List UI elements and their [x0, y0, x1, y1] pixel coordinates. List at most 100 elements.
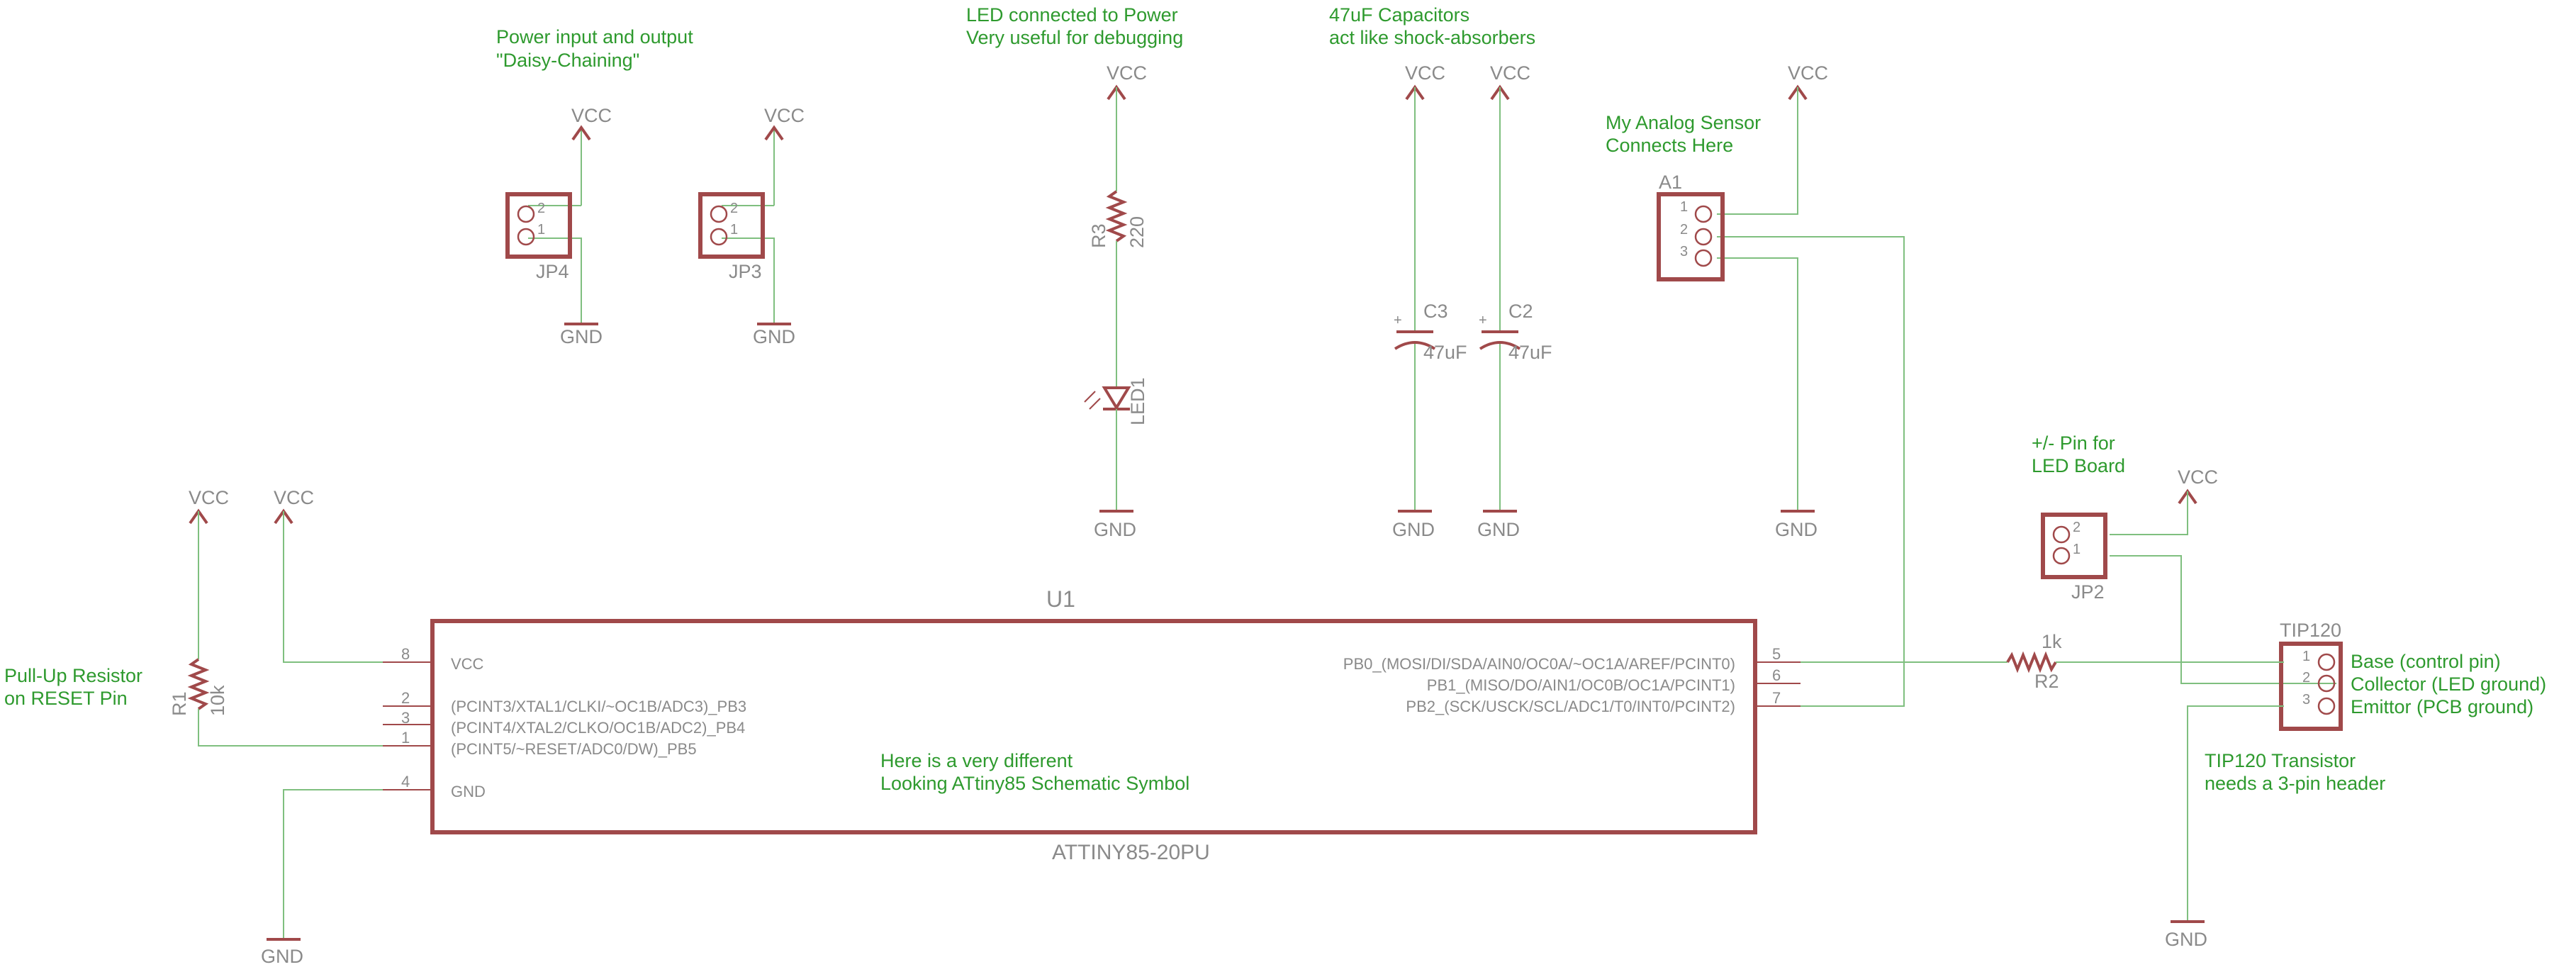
jp4-pin-1: 1 [537, 222, 545, 237]
ic-u1: U1 ATTINY85-20PU 8 2 3 1 4 VCC (PCINT3/X… [383, 586, 1801, 864]
pullup-branch: VCC R1 10k VCC GND [169, 487, 413, 967]
u1-right-pin-num-1: 6 [1772, 666, 1781, 684]
a1-pad-2 [1694, 228, 1713, 246]
header-jp4: VCC GND 2 1 JP4 [505, 105, 612, 347]
u1-left-pin-num-0: 8 [401, 645, 410, 663]
jp2-body [2041, 513, 2107, 579]
a1-pin-2: 2 [1680, 222, 1688, 237]
resistor-r2 [2006, 651, 2057, 673]
jp4-body [505, 192, 572, 259]
u1-right-pin-label-1: PB1_(MISO/DO/AIN1/OC0B/OC1A/PCINT1) [1427, 676, 1735, 694]
tip120-pin-3: 3 [2302, 692, 2310, 708]
vcc-label-jp3: VCC [764, 105, 805, 126]
gnd-label-c3: GND [1392, 519, 1435, 540]
c3-value: 47uF [1423, 342, 1467, 363]
led1-name: LED1 [1127, 377, 1148, 425]
wire-jp2-vcc [2110, 491, 2188, 535]
wire-vcc-u1 [283, 511, 413, 663]
led1-light-arrow-1 [1089, 398, 1101, 410]
wire-jp2-collector [2110, 555, 2336, 684]
note-tip-pin3: Emittor (PCB ground) [2351, 696, 2533, 717]
c2-polarity: + [1479, 313, 1487, 328]
note-attiny-line2: Looking ATtiny85 Schematic Symbol [880, 773, 1189, 794]
header-a1: VCC GND 1 2 3 A1 [1657, 62, 1905, 707]
note-pullup-line2: on RESET Pin [4, 688, 128, 709]
u1-left-pin-num-4: 4 [401, 773, 410, 790]
tip120-name: TIP120 [2280, 620, 2341, 641]
vcc-label-u1: VCC [274, 487, 314, 508]
jp3-pad-1 [710, 228, 728, 246]
vcc-label-c3: VCC [1405, 62, 1445, 84]
led1-triangle [1102, 386, 1131, 410]
note-sensor-line1: My Analog Sensor [1606, 112, 1761, 133]
r1-value: 10k [207, 685, 228, 716]
wire-u1-gnd [283, 789, 413, 939]
c2-plate-bottom [1479, 341, 1521, 350]
r3-name: R3 [1088, 223, 1109, 248]
a1-pad-3 [1694, 249, 1713, 267]
u1-left-pin-label-3: (PCINT5/~RESET/ADC0/DW)_PB5 [451, 740, 697, 758]
jp2-pad-1 [2052, 547, 2071, 565]
note-led-board-line2: LED Board [2032, 455, 2125, 476]
note-attiny-line1: Here is a very different [880, 750, 1073, 771]
note-power-io-line2: "Daisy-Chaining" [496, 50, 639, 71]
vcc-arrow-jp3 [764, 125, 784, 141]
gnd-label-tip120: GND [2165, 929, 2207, 950]
u1-right-pin-label-0: PB0_(MOSI/DI/SDA/AIN0/OC0A/~OC1A/AREF/PC… [1343, 655, 1735, 673]
jp4-pin-2: 2 [537, 201, 545, 216]
gnd-label-c2: GND [1477, 519, 1520, 540]
vcc-label-c2: VCC [1490, 62, 1530, 84]
tip120-pad-2 [2317, 674, 2336, 693]
led-branch: VCC R3 220 LED1 GND [1084, 62, 1148, 540]
a1-pin-1: 1 [1680, 199, 1688, 215]
tip120-pad-3 [2317, 697, 2336, 715]
jp2-name: JP2 [2071, 581, 2105, 603]
u1-left-pin-num-3: 1 [401, 729, 410, 747]
gnd-label-led: GND [1094, 519, 1136, 540]
u1-left-pin-num-1: 2 [401, 689, 410, 707]
jp4-name: JP4 [536, 261, 569, 282]
wire-a1-pin3-gnd [1717, 257, 1798, 511]
note-pullup-line1: Pull-Up Resistor [4, 665, 142, 686]
vcc-label-r1: VCC [189, 487, 229, 508]
vcc-label-a1: VCC [1788, 62, 1828, 84]
r1-name: R1 [169, 691, 190, 716]
wire-r1-reset [198, 709, 413, 747]
header-tip120: 1 2 3 TIP120 GND [2165, 620, 2343, 950]
a1-pad-1 [1694, 205, 1713, 223]
jp4-pad-2 [517, 205, 535, 223]
note-tip-pin2: Collector (LED ground) [2351, 673, 2546, 695]
vcc-label-jp4: VCC [571, 105, 612, 126]
note-led-board-line1: +/- Pin for [2032, 432, 2115, 454]
note-tip-header-line1: TIP120 Transistor [2205, 750, 2356, 771]
wire-a1-pin1-vcc [1717, 87, 1798, 215]
u1-right-pin-num-0: 5 [1772, 645, 1781, 663]
u1-left-pin-label-0: VCC [451, 655, 484, 673]
gnd-label-jp4: GND [560, 326, 603, 347]
resistor-r3 [1105, 190, 1128, 242]
jp3-pin-2: 2 [730, 201, 738, 216]
u1-left-pin-num-2: 3 [401, 709, 410, 727]
capacitor-c3-branch: VCC + C3 47uF GND [1392, 62, 1467, 540]
note-tip-pin1: Base (control pin) [2351, 651, 2501, 672]
tip120-pin-2: 2 [2302, 670, 2310, 686]
wire-tip120-emitter-gnd [2187, 705, 2284, 922]
vcc-label-jp2: VCC [2178, 466, 2218, 488]
jp3-pad-2 [710, 205, 728, 223]
note-caps-line2: act like shock-absorbers [1329, 27, 1535, 48]
jp3-name: JP3 [729, 261, 762, 282]
tip120-body [2279, 642, 2343, 731]
jp3-body [698, 192, 765, 259]
wire-a1-pin2-pb2 [1717, 236, 1905, 707]
c3-polarity: + [1394, 313, 1402, 328]
u1-right-pin-num-2: 7 [1772, 689, 1781, 707]
u1-left-pin-label-2: (PCINT4/XTAL2/CLKO/OC1B/ADC2)_PB4 [451, 719, 745, 737]
vcc-label-led: VCC [1107, 62, 1147, 84]
jp2-pin-1: 1 [2073, 542, 2081, 557]
jp4-pad-1 [517, 228, 535, 246]
tip120-pad-1 [2317, 653, 2336, 671]
gnd-label-u1: GND [261, 946, 303, 967]
r2-value: 1k [2042, 631, 2062, 652]
header-jp3: VCC GND 2 1 JP3 [698, 105, 805, 347]
u1-right-pin-label-2: PB2_(SCK/USCK/SCL/ADC1/T0/INT0/PCINT2) [1406, 698, 1735, 715]
